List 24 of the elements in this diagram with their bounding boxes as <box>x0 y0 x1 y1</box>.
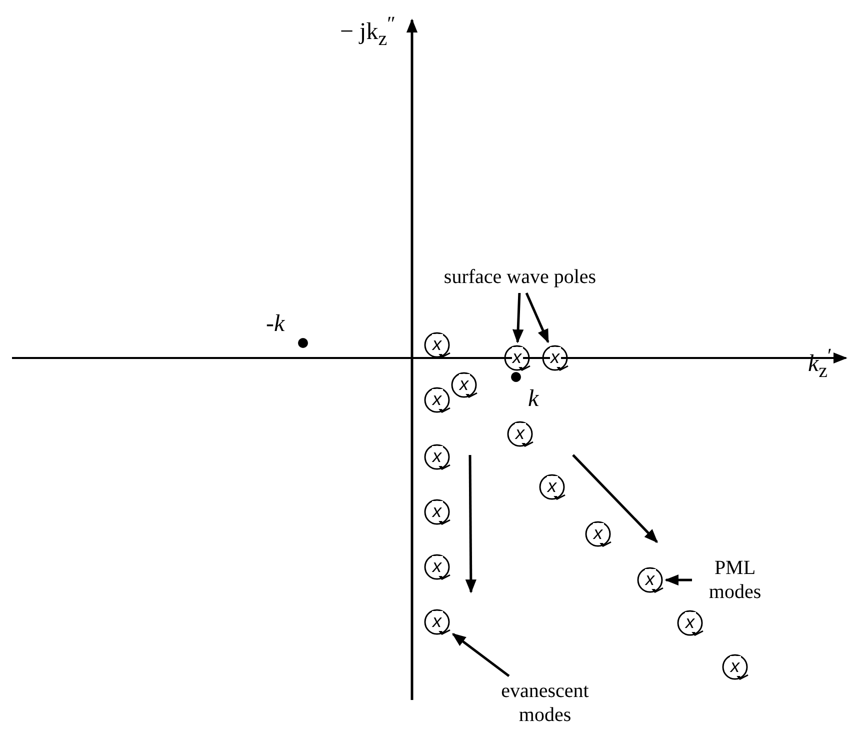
pole-marker: x <box>504 345 530 371</box>
leader-arrow <box>452 633 510 677</box>
pole-marker: x <box>424 609 450 635</box>
pole-marker: x <box>424 387 450 413</box>
pole-marker: x <box>722 654 748 680</box>
pole-marker: x <box>451 372 477 398</box>
pole-marker: x <box>585 521 611 547</box>
annotation-text: PML modes <box>695 556 775 604</box>
leader-arrow <box>525 292 550 344</box>
pole-marker: x <box>424 499 450 525</box>
pole-marker: x <box>542 345 568 371</box>
pole-marker: x <box>677 610 703 636</box>
pole-marker: x <box>539 474 565 500</box>
annotation-text: evanescent modes <box>490 679 600 727</box>
pole-marker: x <box>507 421 533 447</box>
annotation-text: surface wave poles <box>420 265 620 289</box>
point-label: k <box>528 385 539 413</box>
point-label: -k <box>266 310 285 338</box>
leader-arrow <box>664 574 692 586</box>
pole-marker: x <box>424 332 450 358</box>
pole-marker: x <box>424 554 450 580</box>
pole-marker: x <box>424 444 450 470</box>
leader-arrow <box>512 292 524 344</box>
pole-marker: x <box>637 567 663 593</box>
